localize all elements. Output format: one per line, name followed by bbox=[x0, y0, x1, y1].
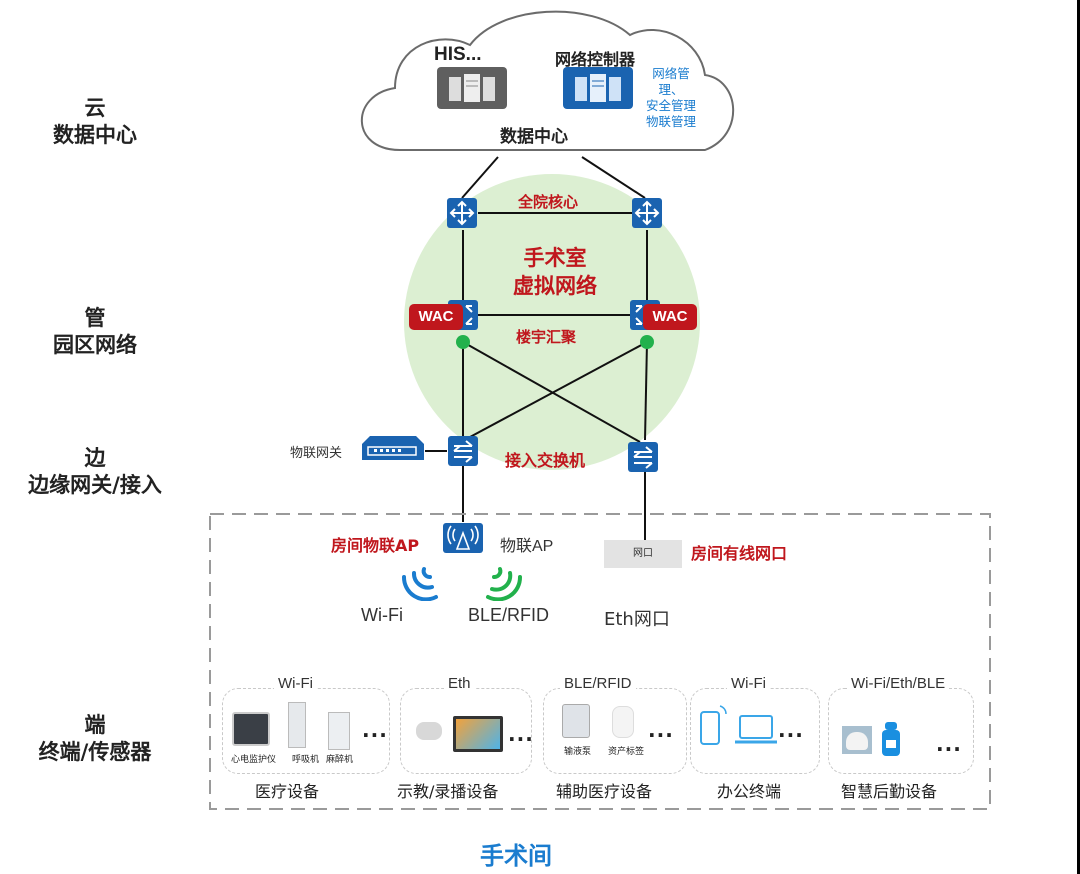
ventilator-image bbox=[288, 702, 306, 748]
his-server-icon bbox=[437, 67, 507, 109]
device-group-logistics-protocol: Wi-Fi/Eth/BLE bbox=[847, 675, 950, 692]
device-group-auxiliary-protocol: BLE/RFID bbox=[560, 675, 636, 692]
controller-label: 网络控制器 bbox=[555, 50, 636, 69]
device-group-medical-more: ... bbox=[362, 718, 388, 742]
aggregation-switch-icon bbox=[635, 305, 643, 325]
device-group-office-more: ... bbox=[778, 718, 804, 742]
link-cloud-core-left bbox=[461, 156, 499, 199]
core-label: 全院核心 bbox=[518, 193, 579, 211]
tier-edge-subtitle: 边缘网关/接入 bbox=[28, 473, 162, 497]
device-group-auxiliary-more: ... bbox=[648, 718, 674, 742]
device-item-asset-tag: 资产标签 bbox=[608, 747, 645, 757]
agg-port-dot-right bbox=[640, 335, 654, 349]
device-group-office-category: 办公终端 bbox=[717, 782, 782, 801]
virtual-network-label-line2: 虚拟网络 bbox=[513, 274, 597, 298]
phone-icon bbox=[700, 705, 727, 745]
operating-room-boundary bbox=[209, 513, 991, 810]
device-item-ecg: 心电监护仪 bbox=[231, 755, 277, 765]
link-cloud-core-right bbox=[581, 156, 646, 199]
device-group-office-protocol: Wi-Fi bbox=[727, 675, 770, 692]
virtual-network-label-line1: 手术室 bbox=[523, 246, 587, 270]
core-router-right[interactable] bbox=[632, 198, 662, 228]
tier-end-subtitle: 终端/传感器 bbox=[38, 740, 152, 764]
right-border-line bbox=[1077, 0, 1080, 874]
aggregation-switch-icon bbox=[465, 305, 473, 325]
ble-signal-icon bbox=[486, 567, 523, 601]
device-group-teaching-category: 示教/录播设备 bbox=[397, 782, 499, 801]
ecg-monitor-image bbox=[232, 712, 270, 746]
dome-camera-image bbox=[842, 726, 872, 754]
tier-end: 端 终端/传感器 bbox=[0, 712, 190, 766]
wac-badge-left: WAC bbox=[409, 304, 463, 330]
agg-port-dot-left bbox=[456, 335, 470, 349]
router-icon bbox=[449, 200, 475, 226]
tier-pipe-subtitle: 园区网络 bbox=[53, 333, 137, 357]
wifi-signal-icon bbox=[401, 567, 438, 601]
device-group-logistics-category: 智慧后勤设备 bbox=[841, 782, 938, 801]
iot-ap-device[interactable] bbox=[443, 523, 483, 553]
link-eth-label: Eth网口 bbox=[604, 609, 670, 630]
iot-gateway-label: 物联网关 bbox=[290, 446, 343, 461]
display-screen-image bbox=[453, 716, 503, 752]
wireless-ap-icon bbox=[447, 525, 479, 550]
controller-server-icon bbox=[563, 67, 633, 109]
network-port-box-label: 网口 bbox=[633, 548, 653, 559]
device-item-infusion-pump: 输液泵 bbox=[564, 747, 592, 757]
device-group-teaching-more: ... bbox=[508, 722, 534, 746]
iot-gateway-icon[interactable] bbox=[360, 434, 426, 464]
operating-room-title: 手术间 bbox=[480, 842, 552, 870]
tier-cloud: 云 数据中心 bbox=[0, 95, 190, 149]
iot-ap-label: 物联AP bbox=[500, 538, 554, 555]
device-item-ventilator: 呼吸机 bbox=[292, 755, 320, 765]
link-agg-access-3 bbox=[469, 341, 648, 438]
access-switch-left[interactable] bbox=[448, 436, 478, 466]
cloud-shape bbox=[360, 10, 735, 151]
link-agg-access-4 bbox=[644, 341, 648, 441]
tier-cloud-subtitle: 数据中心 bbox=[53, 123, 137, 147]
tier-edge: 边 边缘网关/接入 bbox=[0, 445, 190, 499]
device-group-medical-protocol: Wi-Fi bbox=[274, 675, 317, 692]
controller-function-network: 网络管理、 bbox=[652, 66, 690, 97]
datacenter-label: 数据中心 bbox=[500, 127, 568, 147]
link-wifi-label: Wi-Fi bbox=[361, 605, 403, 625]
wac-badge-right: WAC bbox=[643, 304, 697, 330]
virtual-network-zone bbox=[404, 174, 700, 470]
controller-function-iot: 物联管理 bbox=[645, 114, 696, 129]
his-label: HIS... bbox=[434, 44, 482, 65]
access-switch-right[interactable] bbox=[628, 442, 658, 472]
tier-cloud-title: 云 bbox=[84, 96, 106, 120]
switch-icon bbox=[453, 440, 473, 463]
room-ap-label: 房间物联AP bbox=[331, 536, 420, 555]
tier-end-title: 端 bbox=[84, 713, 106, 737]
tier-pipe: 管 园区网络 bbox=[0, 305, 190, 359]
aggregation-label: 楼宇汇聚 bbox=[516, 328, 577, 346]
controller-function-security: 安全管理 bbox=[645, 98, 696, 113]
device-group-logistics-more: ... bbox=[936, 732, 962, 756]
device-item-anesthesia: 麻醉机 bbox=[326, 755, 354, 765]
device-group-medical-category: 医疗设备 bbox=[255, 782, 320, 801]
virtual-network-label: 手术室 虚拟网络 bbox=[500, 244, 610, 300]
laptop-icon bbox=[735, 715, 777, 744]
core-router-left[interactable] bbox=[447, 198, 477, 228]
anesthesia-machine-image bbox=[328, 712, 350, 750]
tier-pipe-title: 管 bbox=[84, 306, 106, 330]
infusion-pump-image bbox=[562, 704, 590, 738]
wired-port-label: 房间有线网口 bbox=[691, 544, 788, 563]
sensor-device-icon bbox=[882, 722, 900, 756]
access-label: 接入交换机 bbox=[505, 451, 586, 470]
device-group-auxiliary-category: 辅助医疗设备 bbox=[556, 782, 653, 801]
controller-functions: 网络管理、 安全管理 物联管理 bbox=[640, 66, 702, 130]
switch-icon bbox=[633, 446, 653, 469]
device-group-teaching-protocol: Eth bbox=[444, 675, 475, 692]
camera-image bbox=[416, 722, 442, 740]
router-icon bbox=[634, 200, 660, 226]
link-ble-label: BLE/RFID bbox=[468, 605, 550, 625]
link-agg-access-2 bbox=[462, 341, 641, 443]
tier-edge-title: 边 bbox=[84, 446, 106, 470]
network-port-box[interactable]: 网口 bbox=[604, 540, 682, 568]
asset-tag-image bbox=[612, 706, 634, 738]
